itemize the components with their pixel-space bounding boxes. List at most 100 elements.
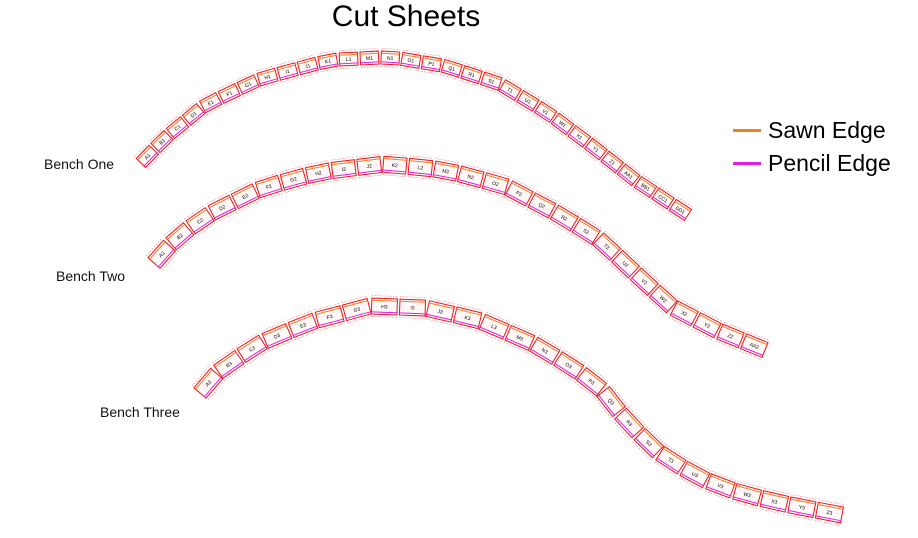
segment-block: O2 xyxy=(481,170,510,198)
segment-label: U1 xyxy=(523,97,532,106)
segment-outline xyxy=(147,239,177,270)
segment-block: G3 xyxy=(341,295,372,324)
segment-outline xyxy=(655,445,687,475)
segment-label: H3 xyxy=(381,304,388,310)
pencil-edge-swatch xyxy=(733,162,761,165)
segment-outline xyxy=(276,62,299,81)
sawn-edge-line xyxy=(277,64,296,71)
dimension-mark xyxy=(294,330,319,341)
sawn-edge-line xyxy=(463,67,482,74)
sawn-edge-line xyxy=(579,219,600,234)
dimension-mark xyxy=(339,67,359,69)
dimension-mark xyxy=(487,170,510,178)
segment-label: K3 xyxy=(464,315,472,322)
segment-block: H3 xyxy=(370,295,399,318)
sawn-edge-line xyxy=(237,336,261,352)
dimension-mark xyxy=(432,178,456,184)
dimension-mark xyxy=(309,180,332,187)
pencil-edge-line xyxy=(380,61,400,64)
dimension-mark xyxy=(667,212,684,223)
dimension-mark xyxy=(420,70,440,75)
segment-label: Y3 xyxy=(798,505,805,512)
segment-label: F1 xyxy=(226,90,234,98)
segment-outline xyxy=(592,232,622,262)
dimension-mark xyxy=(548,220,570,234)
sawn-edge-line xyxy=(623,165,639,178)
pencil-edge-line xyxy=(706,486,731,497)
dimension-mark xyxy=(560,110,576,123)
segment-outline xyxy=(382,155,408,175)
pencil-edge-line xyxy=(441,69,460,76)
segment-outline xyxy=(679,460,711,489)
dimension-mark xyxy=(371,316,397,318)
segment-block: A2 xyxy=(145,238,178,271)
segment-block: Y3 xyxy=(787,494,817,521)
segment-label: S3 xyxy=(644,439,653,448)
sawn-edge-line xyxy=(657,189,674,201)
pencil-edge-line xyxy=(214,207,236,219)
segment-block: X3 xyxy=(759,488,790,515)
segment-block: L3 xyxy=(478,311,511,342)
segment-label: O1 xyxy=(407,58,415,65)
segment-block: S2 xyxy=(570,216,602,247)
segment-outline xyxy=(135,144,160,169)
sawn-edge-line xyxy=(601,234,620,251)
dimension-mark xyxy=(581,216,602,229)
segment-outline xyxy=(575,366,608,397)
segment-outline xyxy=(452,306,483,330)
dimension-mark xyxy=(212,348,234,364)
segment-block: E1 xyxy=(198,90,224,116)
segment-label: S2 xyxy=(582,228,591,236)
dimension-mark xyxy=(304,160,328,166)
segment-block: P3 xyxy=(574,365,609,399)
sawn-edge-line xyxy=(383,157,407,161)
segment-label: I3 xyxy=(410,305,415,311)
dimension-mark xyxy=(647,298,665,315)
sawn-edge-line xyxy=(371,299,398,302)
sawn-edge-line xyxy=(484,316,509,327)
segment-block: O3 xyxy=(552,349,586,382)
segment-label: T3 xyxy=(666,457,674,465)
pencil-edge-line xyxy=(551,216,572,230)
dimension-mark xyxy=(452,324,478,332)
segment-outline xyxy=(787,496,817,519)
segment-block: U2 xyxy=(609,248,642,280)
pencil-edge-line xyxy=(204,377,222,398)
sawn-edge-line xyxy=(200,94,218,104)
segment-outline xyxy=(533,100,558,124)
segment-label: O3 xyxy=(564,362,573,371)
sawn-edge-line xyxy=(584,368,606,386)
sawn-edge-line xyxy=(339,53,358,56)
page-title: Cut Sheets xyxy=(331,0,481,33)
segment-block: Z2 xyxy=(715,321,746,351)
segment-label: Z2 xyxy=(726,333,734,341)
segment-outline xyxy=(165,116,190,140)
sawn-edge-line xyxy=(590,139,607,152)
dimension-mark xyxy=(739,350,762,360)
segment-block: D3 xyxy=(260,321,293,351)
segment-outline xyxy=(651,187,675,210)
dimension-mark xyxy=(691,329,713,341)
segment-block: N1 xyxy=(380,48,401,68)
segment-block: F3 xyxy=(314,303,345,331)
segment-label: Y1 xyxy=(591,145,600,154)
dimension-mark xyxy=(164,220,182,237)
segment-outline xyxy=(304,162,332,184)
dimension-mark xyxy=(701,310,723,322)
segment-outline xyxy=(181,102,206,126)
sawn-edge-line xyxy=(237,76,255,86)
segment-block: P2 xyxy=(503,178,535,209)
segment-label: M2 xyxy=(442,168,450,175)
dimension-mark xyxy=(403,49,422,54)
sawn-edge-line xyxy=(257,69,276,76)
segment-label: C1 xyxy=(174,124,183,133)
segment-outline xyxy=(287,312,319,339)
segment-outline xyxy=(165,222,195,251)
segment-label: X1 xyxy=(575,133,584,142)
dimension-mark xyxy=(485,69,503,76)
dimension-mark xyxy=(380,66,399,68)
pencil-edge-line xyxy=(815,515,841,522)
segment-outline xyxy=(571,217,601,245)
dimension-mark xyxy=(577,123,593,135)
dimension-mark xyxy=(256,65,274,72)
